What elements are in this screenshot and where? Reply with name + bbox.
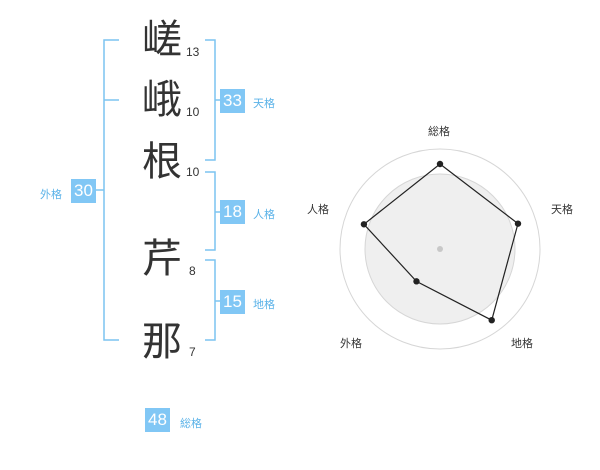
stroke-count-4: 8: [189, 264, 196, 278]
jinkaku-value-badge: 18: [220, 200, 245, 224]
jinkaku-label: 人格: [253, 208, 275, 221]
soukaku-value-badge: 48: [145, 408, 170, 432]
radar-point-0: [436, 160, 444, 168]
radar-point-2: [488, 316, 495, 324]
radar-point-3: [413, 278, 420, 285]
name-char-2: 峨: [142, 77, 182, 123]
gaikaku-label: 外格: [40, 188, 62, 201]
radar-point-1: [514, 220, 522, 227]
radar-center: [437, 246, 443, 252]
chikaku-label: 地格: [253, 298, 275, 311]
stroke-count-3: 10: [186, 165, 200, 179]
radar-label-chikaku: 地格: [511, 337, 533, 350]
radar-point-4: [360, 221, 368, 228]
chikaku-bracket: [205, 259, 216, 341]
name-char-1: 嵯: [142, 17, 182, 63]
tenkaku-value-badge: 33: [220, 89, 245, 113]
radar-label-jinkaku: 人格: [307, 203, 329, 216]
soukaku-label: 総格: [180, 417, 202, 430]
radar-label-tenkaku: 天格: [551, 203, 573, 216]
name-char-5: 那: [142, 319, 182, 365]
stroke-count-5: 7: [189, 345, 196, 359]
radar-ring: [339, 148, 541, 350]
radar-label-gaikaku: 外格: [340, 337, 362, 350]
jinkaku-bracket: [205, 171, 216, 251]
name-char-3: 根: [142, 139, 182, 185]
radar-series-line: [363, 163, 519, 322]
tenkaku-label: 天格: [253, 97, 275, 110]
gaikaku-value-badge: 30: [71, 179, 96, 203]
stroke-count-1: 13: [186, 45, 200, 59]
name-char-4: 芹: [142, 236, 182, 282]
radar-label-soukaku: 総格: [428, 125, 450, 138]
chikaku-value-badge: 15: [220, 290, 245, 314]
stroke-count-2: 10: [186, 105, 200, 119]
